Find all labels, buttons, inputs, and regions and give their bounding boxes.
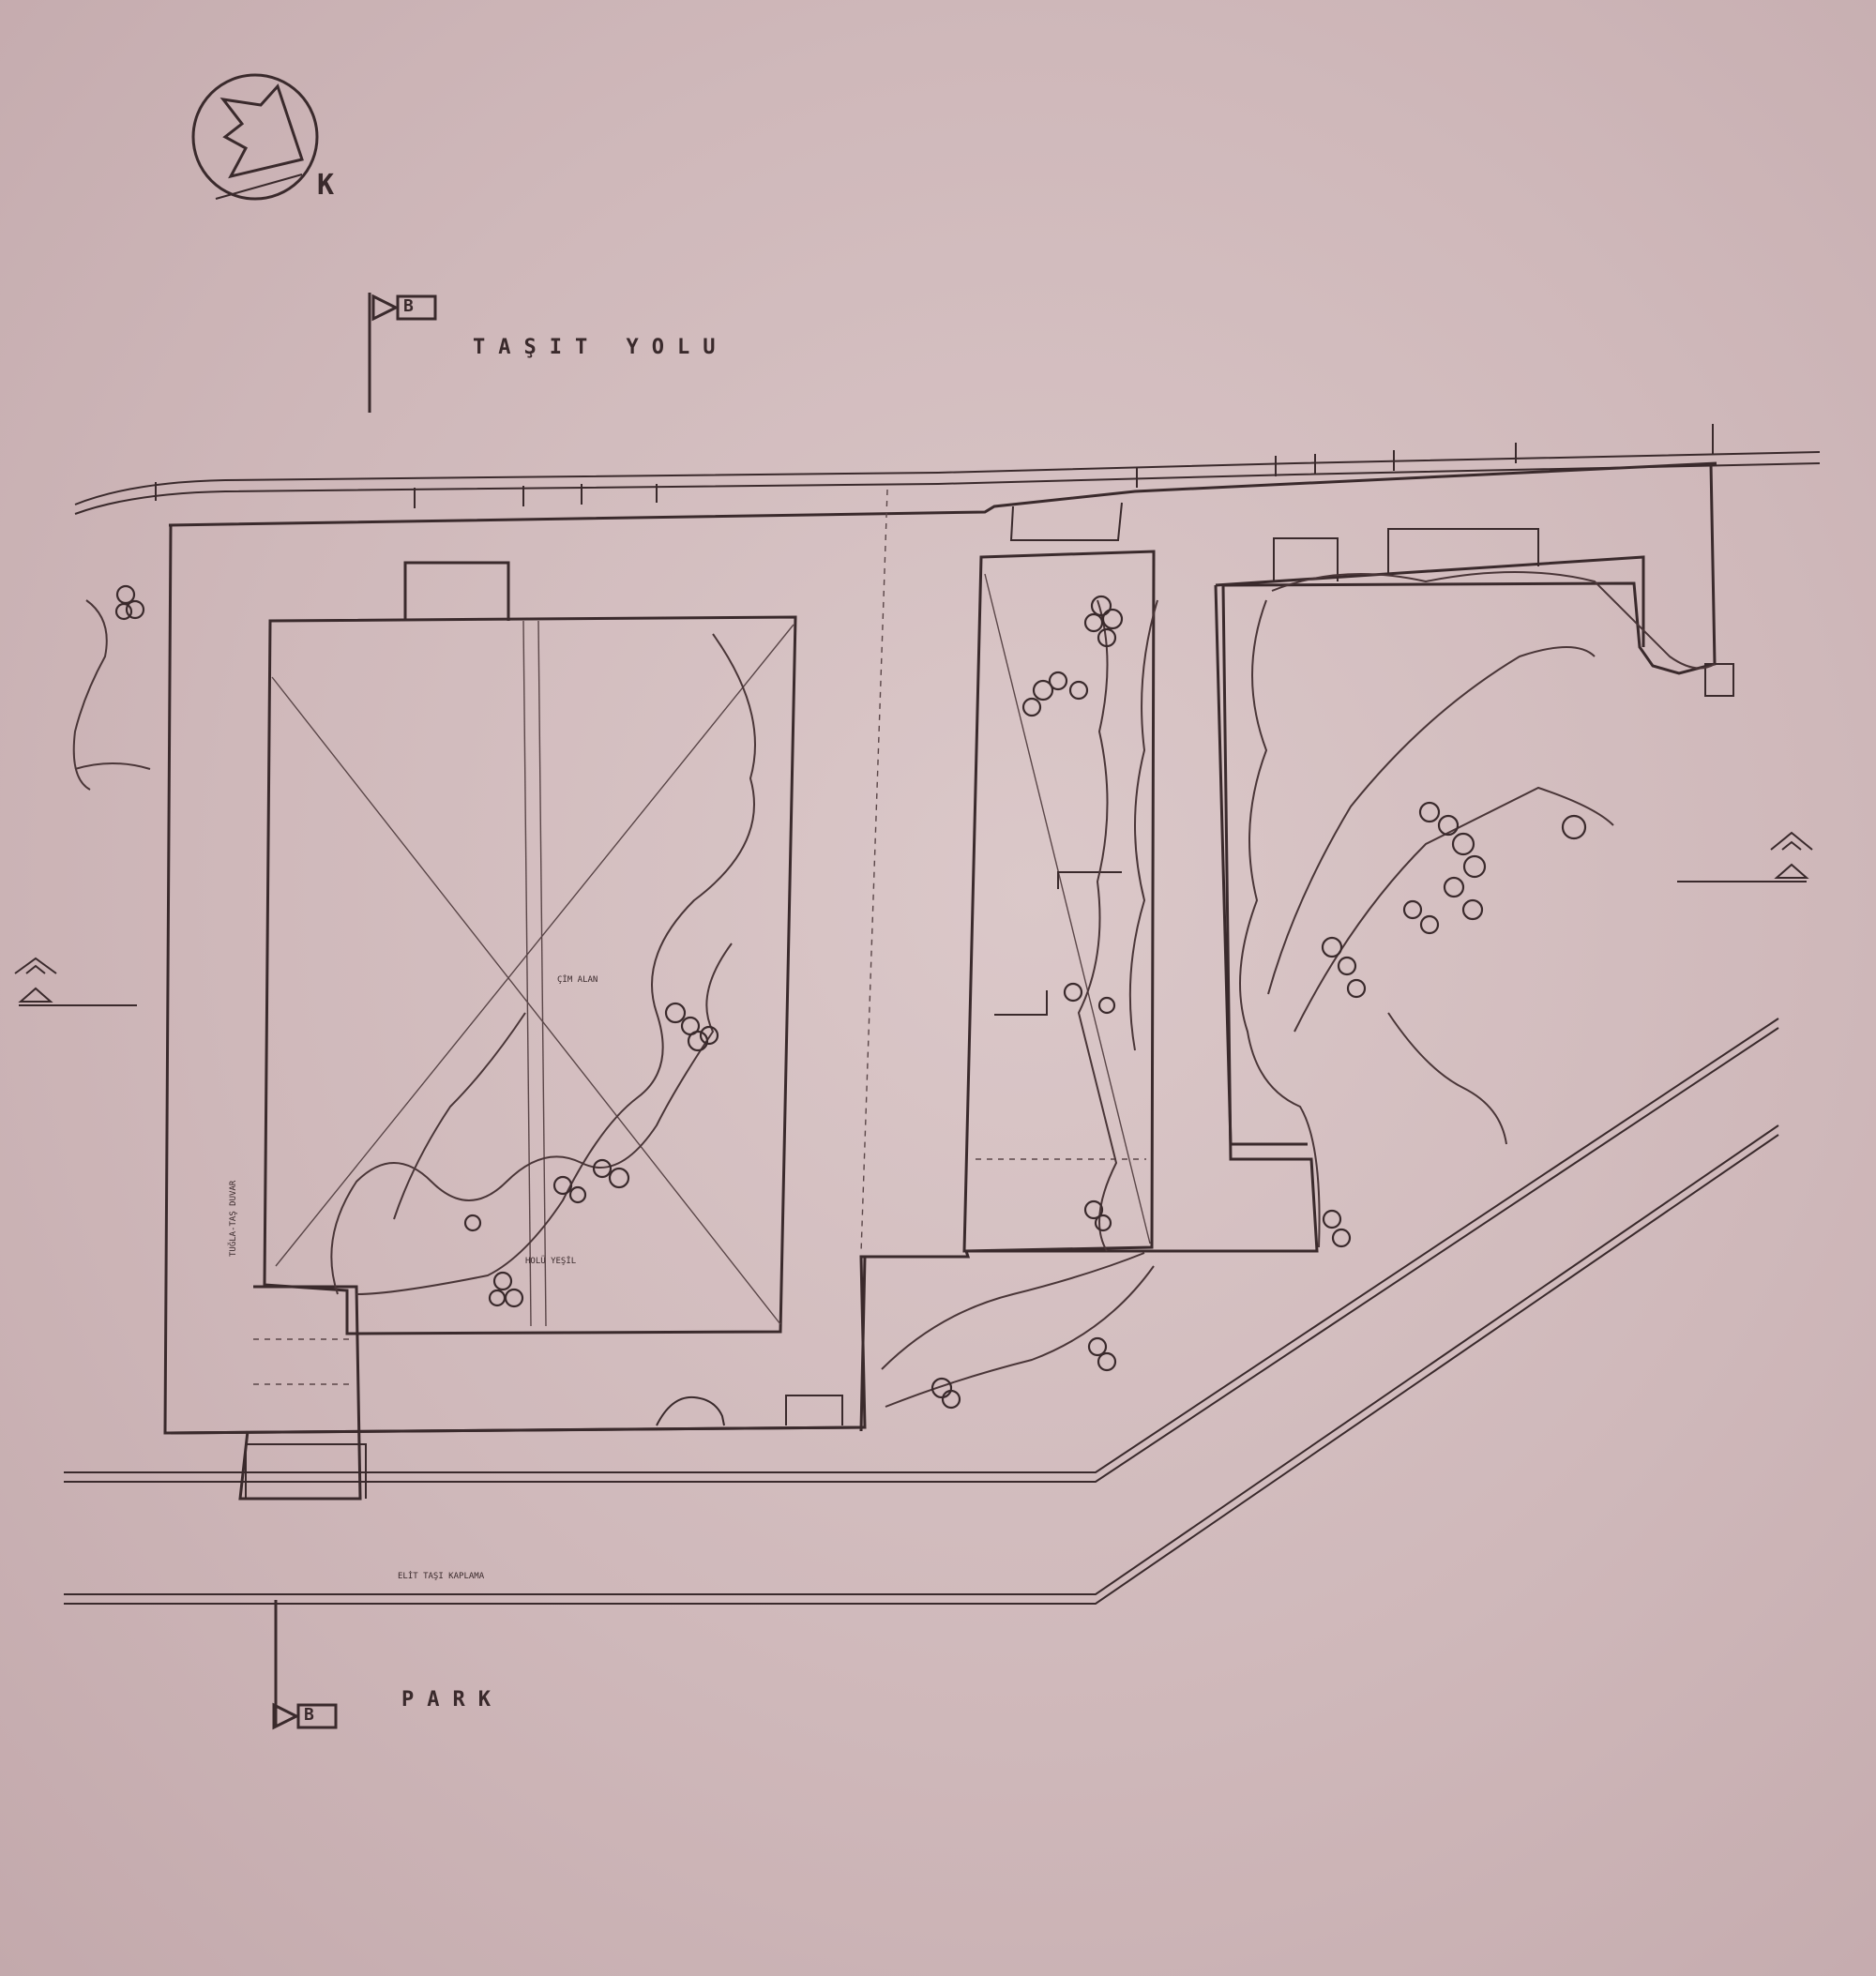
section-marker-top — [368, 293, 437, 413]
connector-block — [656, 1256, 867, 1432]
park-label: PARK — [401, 1688, 504, 1712]
section-marker-bottom — [272, 1600, 338, 1730]
right-block — [1214, 528, 1734, 1146]
bottom-road — [64, 1018, 1779, 1605]
center-label: ÇİM ALAN — [557, 975, 598, 985]
section-letter-top: B — [403, 296, 414, 316]
left-block — [263, 561, 797, 1335]
courtyard-label: HOLÜ YEŞİL — [525, 1257, 577, 1266]
road-label-top: TAŞIT YOLU — [473, 336, 729, 359]
road-surface-label: ELİT TAŞI KAPLAMA — [398, 1572, 485, 1581]
site-boundary — [163, 462, 1717, 1435]
wall-label: TUĞLA-TAŞ DUVAR — [229, 1180, 238, 1257]
tree-clusters — [114, 584, 1587, 1410]
middle-block — [962, 550, 1156, 1253]
section-mark-left — [14, 957, 137, 1006]
spot-level-marks — [155, 424, 1714, 508]
north-arrow-icon — [191, 73, 319, 201]
section-letter-bottom: B — [304, 1705, 314, 1725]
stair-block — [238, 1285, 367, 1501]
north-letter: K — [317, 169, 335, 202]
terrain-contours — [72, 571, 1716, 1408]
axis-line — [860, 489, 888, 1254]
top-road — [74, 451, 1821, 527]
section-mark-right — [1677, 831, 1813, 882]
